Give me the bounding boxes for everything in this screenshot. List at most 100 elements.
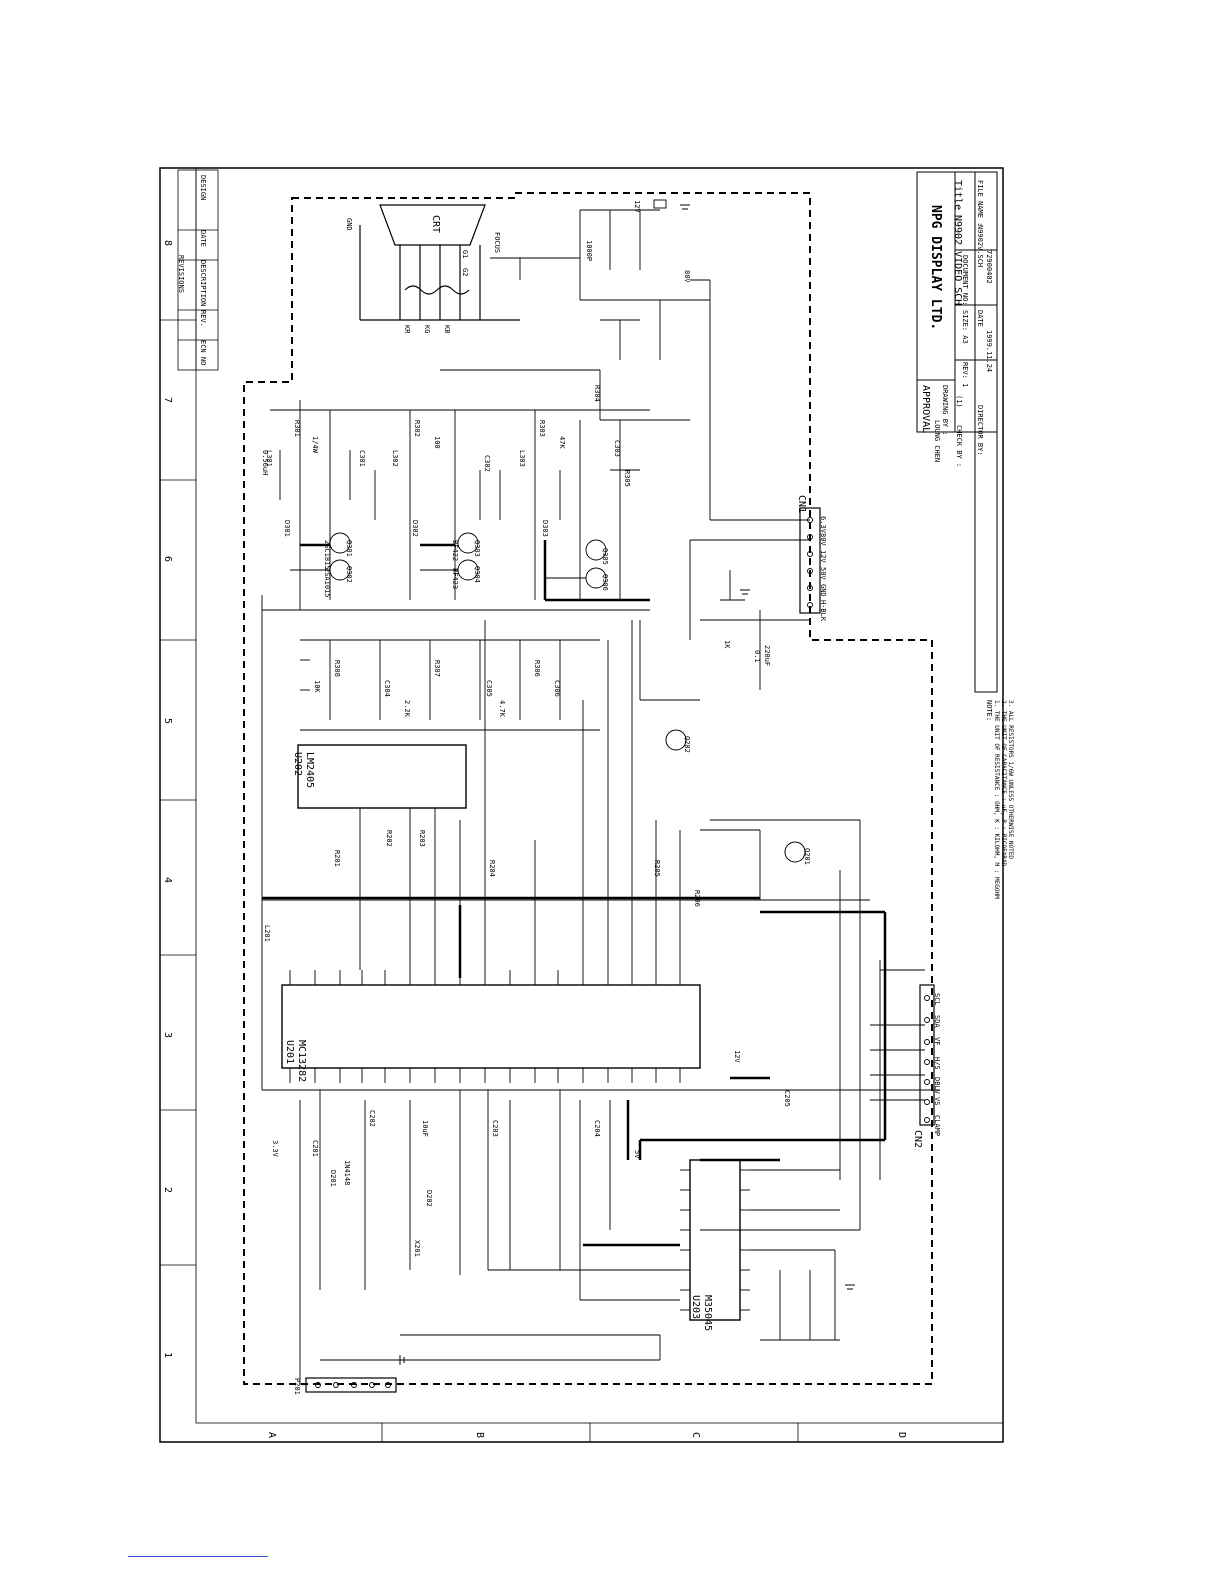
- u202-label: U202: [292, 752, 303, 777]
- u202-part: LM2405: [304, 752, 315, 789]
- note-line-1: 1. THE UNIT OF RESISTANCE : OHM, K : KIL…: [993, 700, 1000, 899]
- rev-col-ecn: ECN NO: [199, 340, 207, 366]
- u203-label: U203: [690, 1295, 701, 1320]
- power-label-12v: 12V: [633, 200, 641, 213]
- component-ref: C302: [483, 455, 491, 472]
- drawing-by-label: DRAWING BY :: [941, 385, 949, 436]
- footer-link-underline: [128, 1556, 268, 1557]
- grid-col-5: 5: [162, 718, 173, 725]
- u203-periphery: [750, 1169, 840, 1341]
- crt-pin-g2: G2: [461, 268, 469, 277]
- component-ref: R205: [653, 860, 661, 877]
- video-output-stages: [261, 400, 650, 1090]
- supply-network: [440, 199, 810, 521]
- component-ref: Q302: [345, 566, 353, 583]
- cn2-body: [919, 984, 935, 1126]
- component-ref: D301: [283, 520, 291, 537]
- grid-col-4: 4: [162, 877, 173, 884]
- value-label: 1/4W: [311, 436, 319, 453]
- size-label: SIZE: A3: [961, 310, 969, 344]
- component-ref: C303: [613, 440, 621, 457]
- value-label: 10uF: [421, 1120, 429, 1137]
- p201-label: P201: [293, 1378, 301, 1395]
- grid-row-d: D: [896, 1432, 907, 1439]
- rev-col-date: DATE: [199, 230, 207, 247]
- cn1-pin-3: 12V: [819, 550, 827, 563]
- value-label: 0.1: [753, 650, 761, 663]
- part-number: 72900402: [985, 250, 993, 284]
- grid-row-ticks: [381, 1423, 799, 1442]
- output-stage-bold-traces: [300, 540, 650, 602]
- value-label: 2SA1015: [323, 568, 331, 598]
- p201-body: [305, 1377, 397, 1393]
- grid-row-c: C: [690, 1432, 701, 1439]
- approval-label: APPROVAL: [920, 385, 931, 434]
- component-ref: R201: [333, 850, 341, 867]
- component-ref: Q201: [803, 848, 811, 865]
- cn1-pin-2: 80V: [819, 533, 827, 546]
- crt-pin-kr: KR: [403, 325, 411, 334]
- component-ref: C306: [553, 680, 561, 697]
- component-ref: R304: [593, 385, 601, 402]
- component-ref: C203: [491, 1120, 499, 1137]
- misc-transistors: [665, 729, 806, 863]
- ground-symbols: [399, 204, 855, 1365]
- value-label: 0.56uH: [261, 450, 269, 476]
- value-label: 2.2K: [403, 700, 411, 717]
- component-ref: R206: [693, 890, 701, 907]
- grid-row-a: A: [266, 1432, 277, 1439]
- value-label: 1K: [723, 640, 731, 649]
- component-ref: D202: [425, 1190, 433, 1207]
- u201-body: [281, 984, 701, 1069]
- signal-traces: [262, 539, 940, 1385]
- cn1-pin-1: 6.3V: [819, 516, 827, 533]
- value-label: BF423: [451, 568, 459, 590]
- component-ref: R305: [623, 470, 631, 487]
- cn2-pins: [924, 995, 930, 1123]
- crt-pin-kg: KG: [423, 325, 431, 334]
- power-label-80v: 80V: [683, 270, 691, 283]
- grid-col-8: 8: [162, 240, 173, 247]
- component-ref: Q306: [601, 574, 609, 591]
- bold-bus-traces: [262, 896, 887, 1247]
- u203-body: [689, 1159, 741, 1321]
- document-no-label: DOCUMENT NO:: [961, 255, 969, 306]
- date-label: DATE: [976, 310, 984, 327]
- cn1-body: [799, 507, 821, 614]
- note-line-2: 2. THE UNIT OF CAPACITANCE : uF, P : PIC…: [1000, 700, 1007, 867]
- u203-pins: [680, 1169, 750, 1311]
- notes-heading: NOTE:: [985, 700, 993, 722]
- rev-col-design: DESIGN: [199, 175, 207, 201]
- value-label: 3.3V: [271, 1140, 279, 1157]
- value-label: 220uF: [763, 645, 771, 667]
- gnd-label: GND: [345, 218, 353, 231]
- component-ref: Q202: [683, 736, 691, 753]
- component-ref: R303: [538, 420, 546, 437]
- u201-label: U201: [284, 1040, 295, 1065]
- rev-label: REV: 1: [961, 362, 969, 388]
- file-name-label: FILE NAME :: [976, 180, 984, 227]
- revision-block: [177, 169, 219, 371]
- title-label: Title: [952, 180, 963, 211]
- grid-col-3: 3: [162, 1032, 173, 1039]
- crt-socket: [359, 204, 520, 321]
- p201-pins: [315, 1382, 391, 1388]
- grid-col-1: 1: [162, 1352, 173, 1359]
- component-ref: Q301: [345, 540, 353, 557]
- component-ref: Q305: [601, 548, 609, 565]
- component-ref: Q304: [473, 566, 481, 583]
- cn1-pin-6: H-BLK: [819, 600, 827, 622]
- value-label: 100: [433, 436, 441, 449]
- crt-pin-g1: G1: [461, 250, 469, 259]
- cn1-pin-5: GND: [819, 584, 827, 597]
- component-ref: C201: [311, 1140, 319, 1157]
- revisions-header: REVISIONS: [177, 255, 185, 293]
- component-ref: L302: [391, 450, 399, 467]
- grid-col-6: 6: [162, 556, 173, 563]
- cn1-pin-4: 50V: [819, 567, 827, 580]
- file-name: N9902V.SCH: [976, 225, 984, 268]
- u201-pins-top: [289, 970, 681, 985]
- component-ref: Q303: [473, 540, 481, 557]
- note-line-3: 3. ALL RESISTORS 1/6W UNLESS OTHERWISE N…: [1007, 700, 1014, 859]
- component-ref: D201: [329, 1170, 337, 1187]
